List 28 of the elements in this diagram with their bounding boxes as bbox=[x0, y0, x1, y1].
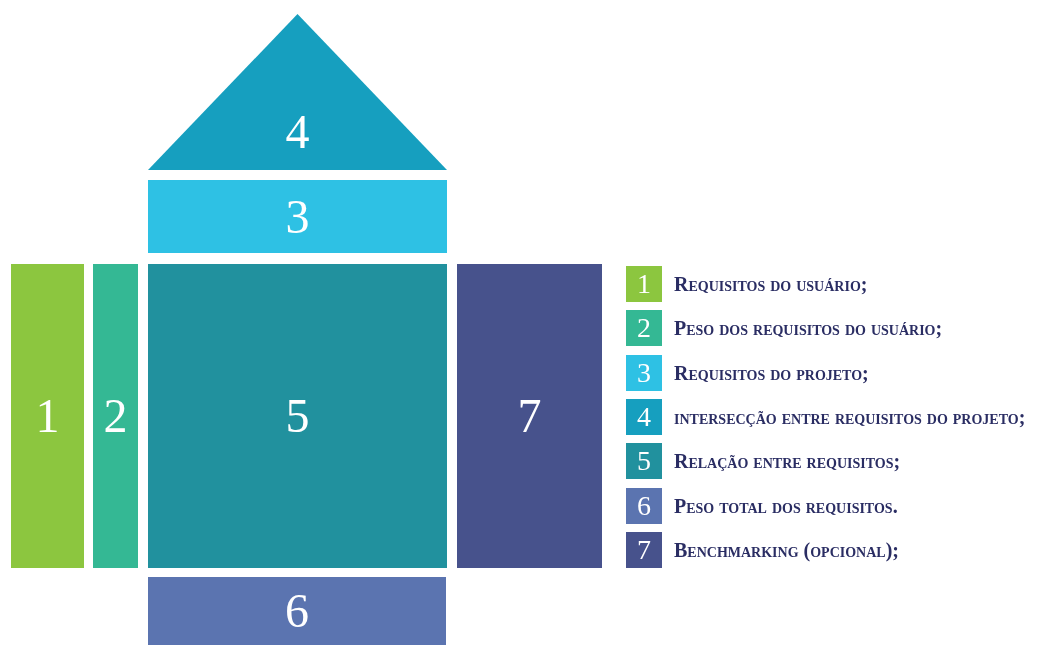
section-number: 2 bbox=[103, 392, 128, 440]
swatch-number: 2 bbox=[636, 311, 652, 345]
floor-bar bbox=[148, 577, 446, 645]
swatch-number: 7 bbox=[636, 533, 652, 567]
section-number: 1 bbox=[35, 392, 60, 440]
wall-column bbox=[457, 264, 602, 568]
ceiling-bar bbox=[148, 180, 447, 253]
legend-text: Peso dos requisitos do usuário; bbox=[674, 316, 943, 341]
roof-triangle bbox=[148, 14, 447, 170]
swatch-number: 5 bbox=[636, 444, 652, 478]
swatch-number: 4 bbox=[636, 400, 652, 434]
wall-column bbox=[11, 264, 84, 568]
legend-text: Relação entre requisitos; bbox=[674, 449, 901, 474]
swatch-number: 6 bbox=[636, 489, 652, 523]
wall-column bbox=[93, 264, 138, 568]
matrix-block bbox=[148, 264, 447, 568]
swatch-number: 1 bbox=[636, 267, 652, 301]
section-number: 6 bbox=[285, 587, 309, 635]
legend-text: Benchmarking (opcional); bbox=[674, 538, 899, 564]
legend-text: Requisitos do usuário; bbox=[674, 272, 868, 297]
section-number: 3 bbox=[285, 192, 310, 241]
legend-text: Requisitos do projeto; bbox=[674, 361, 869, 386]
legend-text: Peso total dos requisitos. bbox=[674, 494, 898, 519]
section-number: 5 bbox=[285, 392, 310, 440]
swatch-number: 3 bbox=[636, 356, 652, 390]
section-number: 7 bbox=[517, 392, 542, 440]
legend-text: intersecção entre requisitos do projeto; bbox=[674, 405, 1026, 430]
section-number: 4 bbox=[285, 108, 310, 156]
